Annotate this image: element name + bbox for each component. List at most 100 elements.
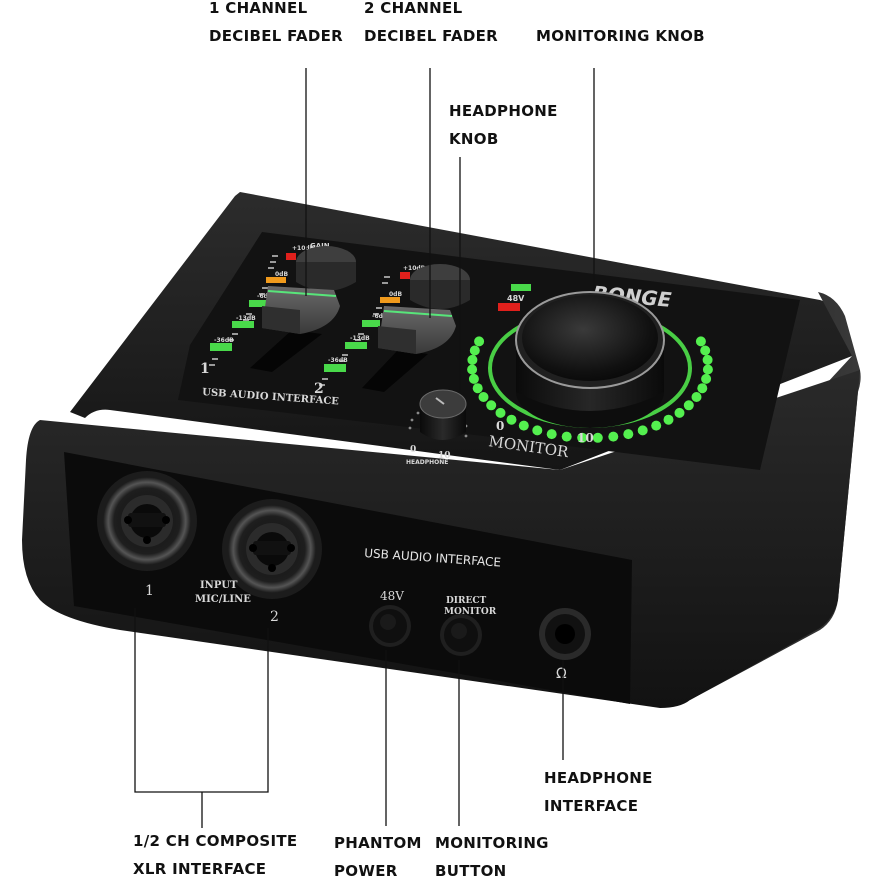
meter-label: -36dB: [214, 337, 234, 344]
callout-line: 1/2 CH COMPOSITE: [133, 832, 298, 850]
ring-led: [592, 432, 603, 443]
led-orange: [266, 277, 286, 283]
channel-1-meter: [209, 253, 296, 366]
ring-led: [468, 373, 479, 384]
callout-line: INTERFACE: [544, 797, 639, 815]
phantom-button-label: 48V: [380, 589, 404, 603]
callout-line: MONITORING: [435, 834, 549, 852]
front-channel-1-number: 1: [145, 583, 154, 599]
ring-led: [702, 364, 713, 375]
led-green: [345, 342, 367, 349]
meter-label: -36dB: [328, 357, 348, 364]
usb-indicator-led: [511, 284, 531, 291]
ring-led: [546, 429, 557, 440]
callout-line: MONITORING KNOB: [536, 27, 705, 45]
ring-led: [532, 425, 543, 436]
ring-led: [683, 400, 694, 411]
fader-1-slot: [250, 330, 322, 372]
ring-led: [623, 429, 634, 440]
meter-label: -6dB: [257, 293, 273, 300]
fader-2-cap[interactable]: [378, 264, 470, 354]
callout-ch2-fader: 2 CHANNEL DECIBEL FADER: [364, 0, 498, 50]
direct-monitor-button[interactable]: [440, 614, 482, 656]
monitor-min-label: 0: [496, 419, 504, 433]
xlr-input-2[interactable]: [222, 499, 322, 599]
ring-led: [469, 345, 480, 356]
ring-led: [467, 354, 478, 365]
monitoring-knob[interactable]: [515, 291, 665, 428]
ring-led: [518, 420, 529, 431]
callout-headphone-interface: HEADPHONE INTERFACE: [544, 764, 653, 820]
input-label: MIC/LINE: [195, 594, 251, 605]
channel-2-meter: [319, 272, 410, 386]
led-red: [286, 253, 296, 260]
ring-led: [651, 420, 662, 431]
ring-led: [691, 392, 702, 402]
callout-ch1-fader: 1 CHANNEL DECIBEL FADER: [209, 0, 343, 50]
callout-xlr-interface: 1/2 CH COMPOSITE XLR INTERFACE: [133, 827, 297, 883]
top-channel-1-number: 1: [200, 361, 210, 377]
ring-led: [495, 407, 506, 418]
meter-label: -13dB: [350, 335, 370, 342]
callout-line: DECIBEL FADER: [364, 27, 499, 45]
led-green: [362, 320, 380, 327]
headphone-knob[interactable]: [408, 389, 468, 440]
monitor-level-ring: [467, 308, 713, 443]
callout-phantom-power: PHANTOM POWER: [334, 829, 422, 885]
ring-led: [478, 392, 489, 402]
ring-led: [474, 336, 485, 347]
headphone-icon: Ω: [556, 666, 567, 682]
callout-leaders: [134, 68, 595, 828]
phantom-indicator-label: 48V: [507, 294, 525, 303]
callout-line: BUTTON: [435, 862, 507, 880]
led-green: [210, 343, 232, 351]
ring-led: [561, 431, 572, 442]
meter-label: -13dB: [236, 315, 256, 322]
input-label: INPUT: [200, 580, 238, 591]
callout-line: 2 CHANNEL: [364, 0, 463, 17]
meter-label: 0dB: [275, 271, 288, 278]
ring-led: [700, 345, 711, 356]
ring-led: [472, 383, 483, 394]
callout-line: PHANTOM: [334, 834, 422, 852]
xlr-input-1[interactable]: [97, 471, 197, 571]
led-green: [324, 364, 346, 372]
led-red: [400, 272, 410, 279]
top-channel-2-number: 2: [314, 381, 324, 397]
front-panel-inset: [64, 452, 632, 704]
meter-label: -6dB: [372, 313, 388, 320]
headphone-max-label: 10: [438, 451, 451, 461]
callout-line: DECIBEL FADER: [209, 27, 344, 45]
monitor-max-label: 10: [577, 431, 594, 445]
fader-2-slot: [362, 350, 428, 392]
direct-monitor-label: MONITOR: [444, 607, 497, 617]
ring-led: [577, 432, 588, 443]
ring-led: [467, 364, 478, 375]
callout-line: HEADPHONE: [449, 102, 558, 120]
ring-led: [637, 425, 648, 436]
callout-monitoring-knob: MONITORING KNOB: [536, 22, 705, 50]
ring-led: [697, 383, 708, 394]
headphone-jack[interactable]: [539, 608, 591, 660]
ring-led: [674, 407, 685, 418]
direct-monitor-label: DIRECT: [446, 596, 487, 606]
meter-label: +10dB: [292, 245, 315, 252]
phantom-power-button[interactable]: [369, 605, 411, 647]
ring-led: [695, 336, 706, 347]
fader-1-cap[interactable]: [262, 246, 356, 334]
callout-line: XLR INTERFACE: [133, 860, 267, 878]
callout-headphone-knob: HEADPHONE KNOB: [449, 97, 558, 153]
meter-label: 0dB: [389, 291, 402, 298]
callout-line: HEADPHONE: [544, 769, 653, 787]
headphone-min-label: 0: [410, 445, 416, 455]
headphone-knob-label: HEADPHONE: [406, 459, 448, 466]
callout-line: KNOB: [449, 130, 499, 148]
meter-label: +10dB: [403, 265, 426, 272]
ring-led: [701, 373, 712, 384]
callout-line: POWER: [334, 862, 398, 880]
ring-led: [506, 414, 517, 425]
front-channel-2-number: 2: [270, 609, 279, 625]
led-green: [249, 300, 267, 307]
ring-led: [702, 354, 713, 365]
